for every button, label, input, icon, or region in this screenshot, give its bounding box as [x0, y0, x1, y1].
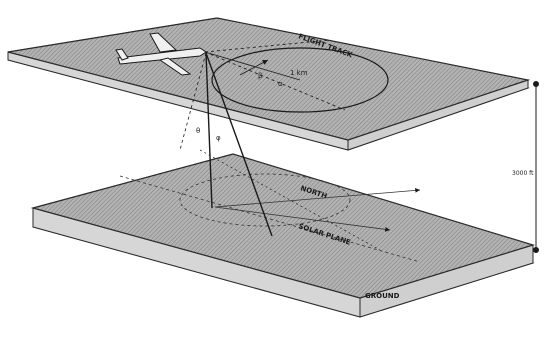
- solar-plane-arrow: [214, 206, 391, 232]
- ground-reference-lines: [119, 149, 421, 263]
- height-dimension: [533, 81, 539, 253]
- distance-label: 1 km: [290, 69, 308, 77]
- theta-label: θ: [196, 127, 200, 135]
- track-lines: [204, 39, 346, 111]
- flight-track-ellipse: [211, 47, 389, 113]
- flight-plane: [7, 17, 531, 151]
- ground-plane: [30, 153, 536, 318]
- view-lines: [179, 52, 273, 237]
- north-arrow: [214, 188, 421, 208]
- phi-label: φ: [216, 134, 221, 142]
- angle-beta-label: β: [258, 72, 262, 80]
- ground-label: GROUND: [365, 292, 400, 300]
- aircraft-icon: [115, 32, 207, 76]
- angle-alpha-label: α: [278, 80, 283, 88]
- height-label: 3000 ft: [512, 170, 534, 177]
